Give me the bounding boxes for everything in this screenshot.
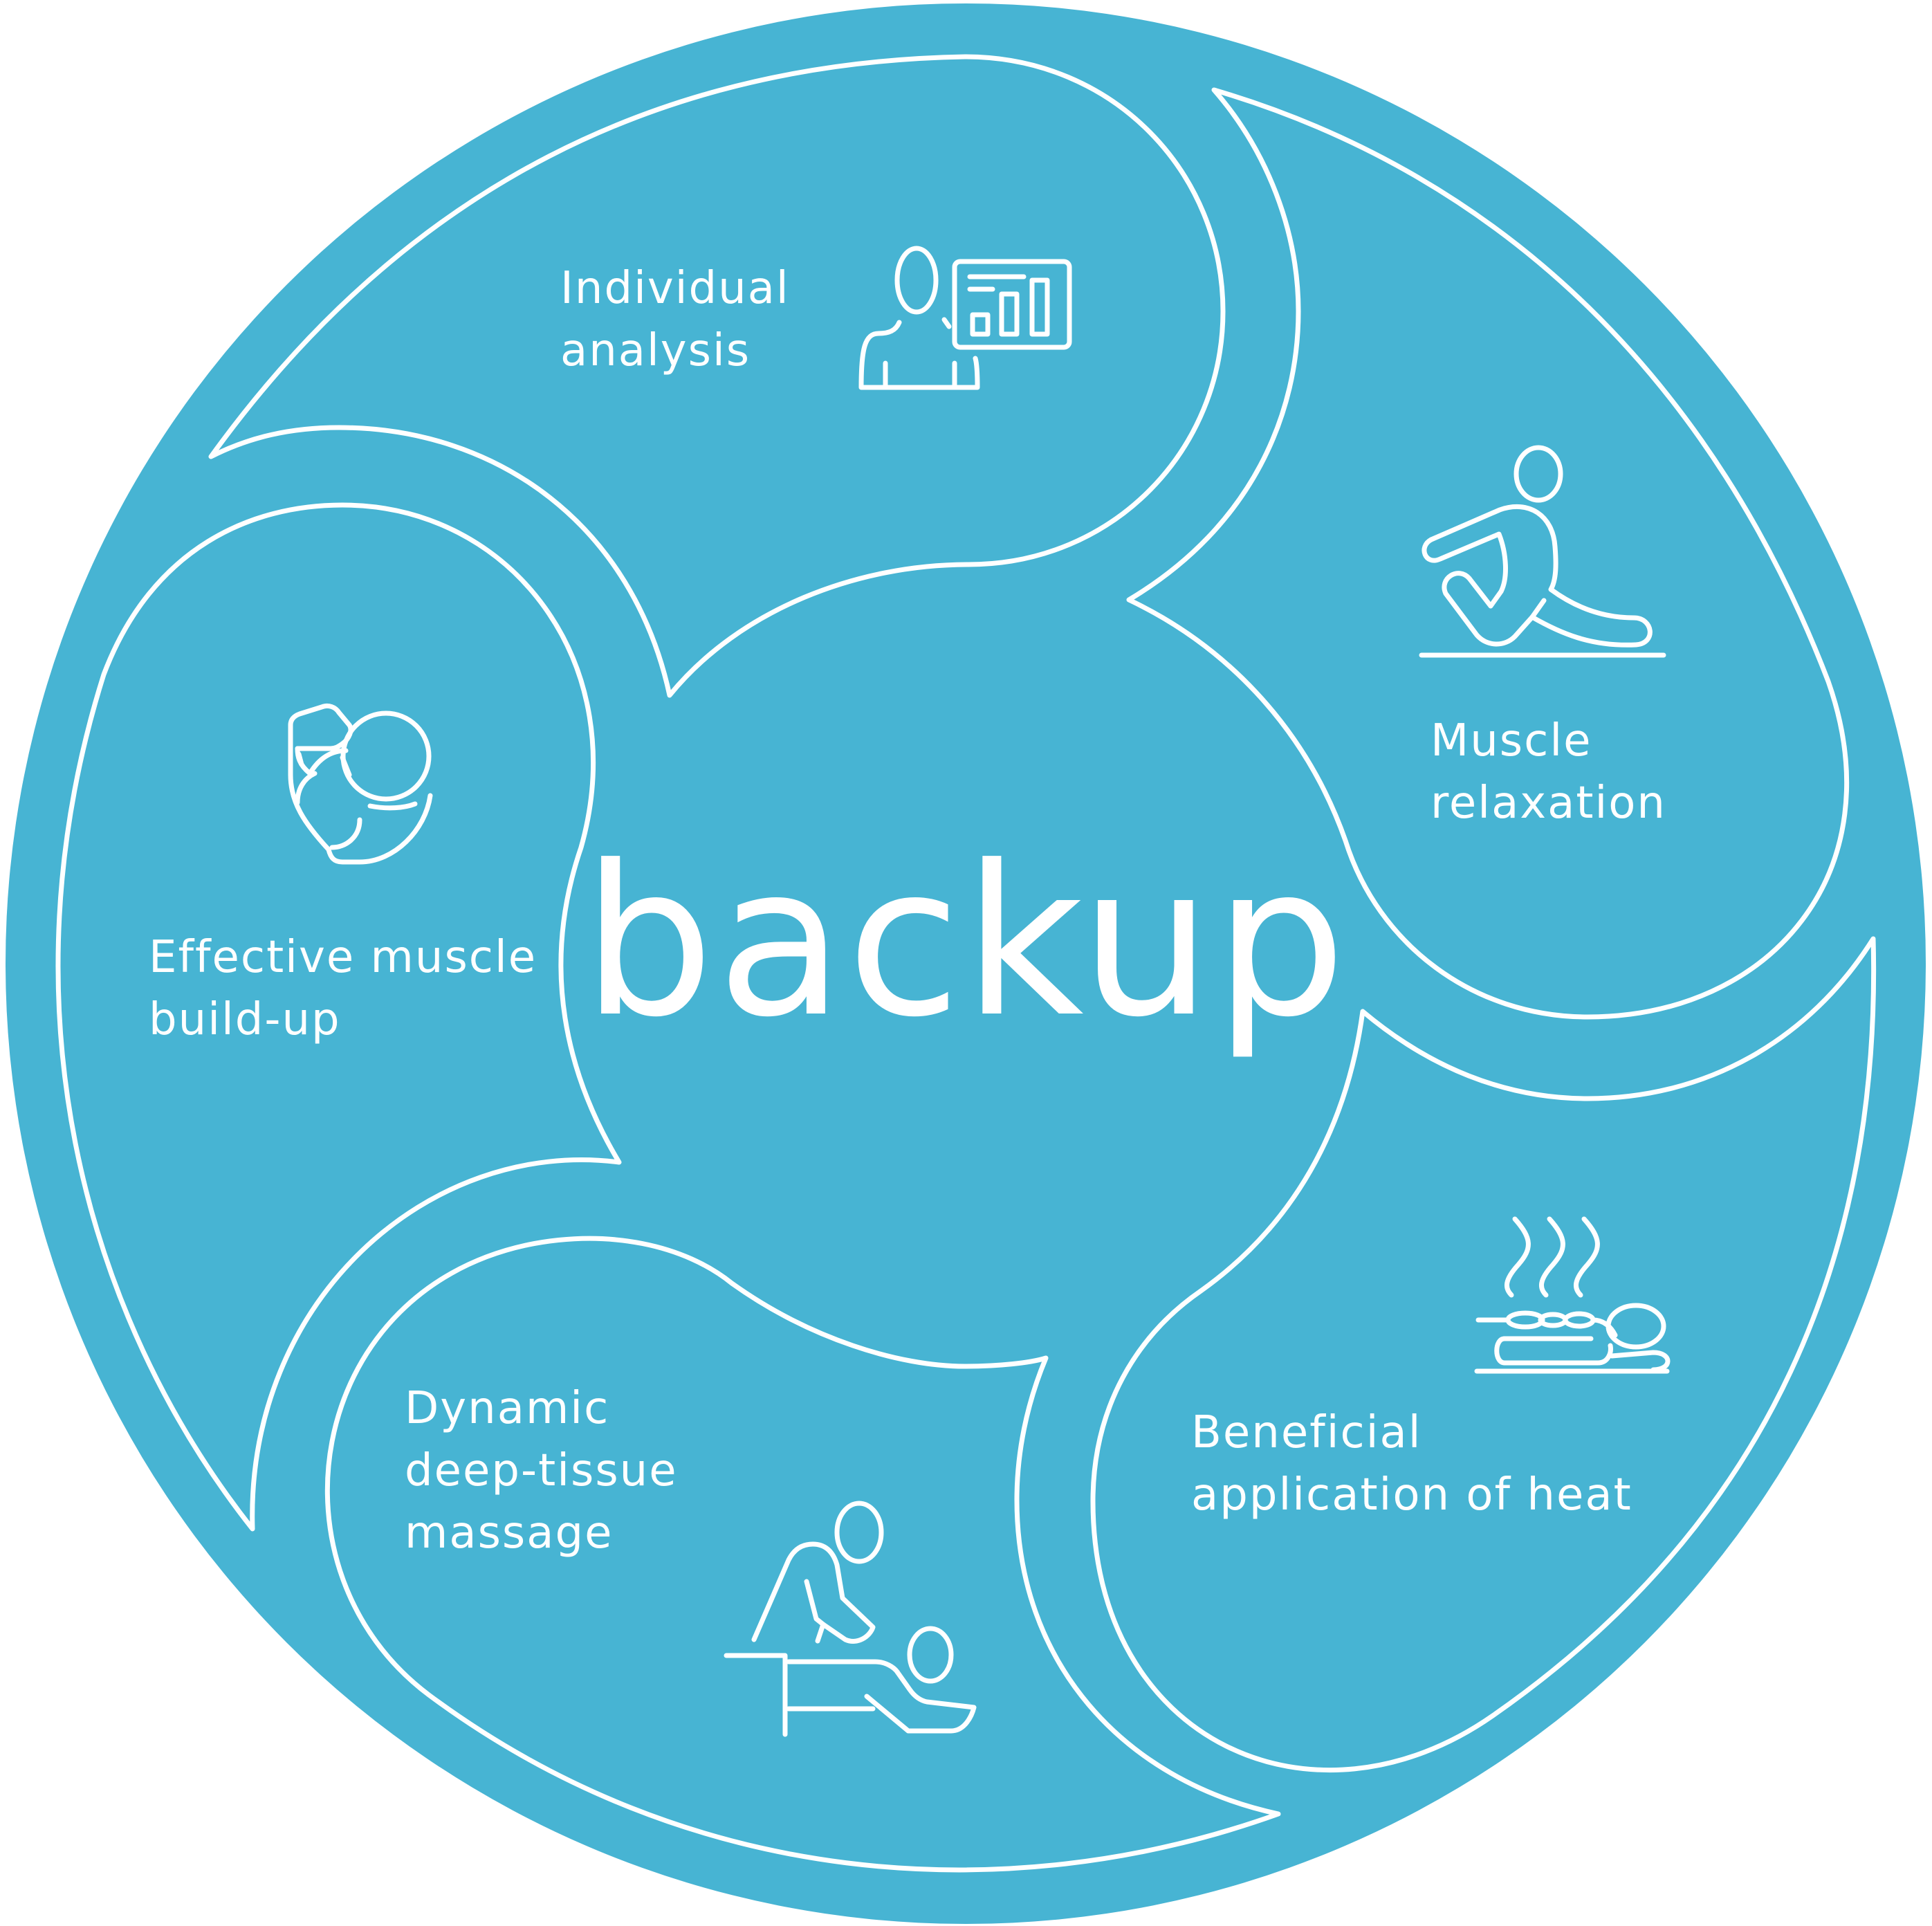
segment-label-individual-analysis: Individual analysis	[560, 263, 805, 376]
hot-stone-therapy-icon	[1474, 1216, 1671, 1374]
stretching-person-icon	[1419, 445, 1666, 658]
segment-label-heat: Beneficial application of heat	[1191, 1407, 1632, 1521]
segment-outline-muscle-buildup	[55, 502, 622, 1532]
segment-label-deep-tissue: Dynamic deep-tissue massage	[405, 1383, 693, 1559]
flexed-arm-icon	[288, 703, 433, 865]
segment-outline-muscle-relaxation	[1126, 87, 1849, 1020]
segment-label-muscle-relaxation: Muscle relaxation	[1430, 715, 1666, 829]
segment-outline-individual-analysis	[208, 54, 1226, 698]
segment-outline-deep-tissue	[324, 1236, 1281, 1873]
person-chart-icon	[858, 246, 1072, 390]
segment-outline-heat	[1090, 936, 1877, 1772]
massage-icon	[724, 1501, 977, 1737]
diagram-title: backup	[582, 821, 1349, 1063]
segment-label-muscle-buildup: Effective muscle build-up	[149, 932, 552, 1045]
outer-circle	[6, 3, 1926, 1924]
